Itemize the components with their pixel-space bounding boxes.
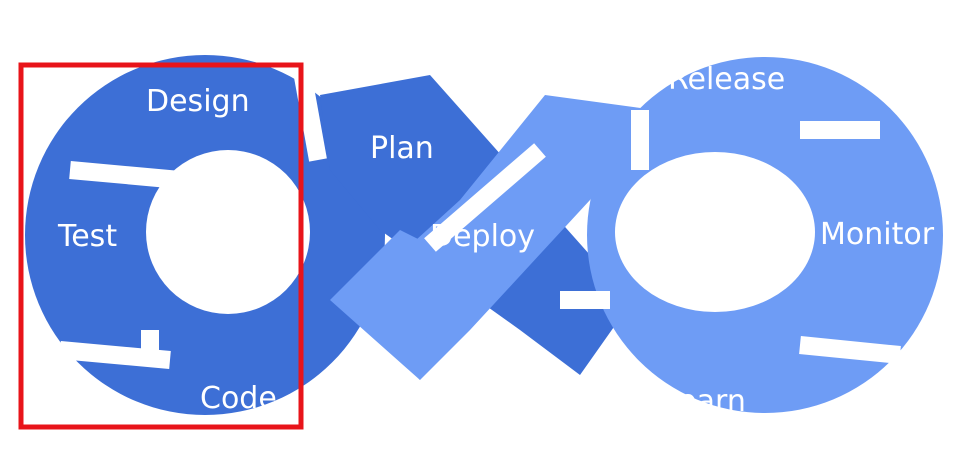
stage-label-test: Test [57,219,117,254]
right-loop-hole [615,152,815,312]
separator-plan-deploy [424,143,546,252]
highlight-box [18,62,304,430]
stage-label-deploy: Deploy [430,219,535,254]
left-loop-hole [146,150,310,314]
stage-label-plan: Plan [370,131,434,166]
deploy-band-arrow-tail [330,230,440,380]
separator-test-design [69,161,181,189]
stage-label-learn: Learn [662,384,746,419]
stage-label-code: Code [200,381,277,416]
separator-monitor-learn [799,336,901,364]
stage-label-design: Design [146,84,250,119]
stage-label-release: Release [668,62,785,97]
segment-separators [59,58,901,369]
stage-label-monitor: Monitor [820,217,935,252]
